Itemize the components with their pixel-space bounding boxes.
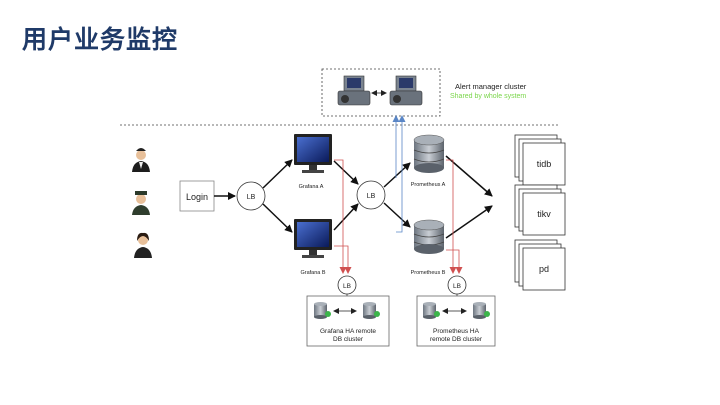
user-icon — [132, 148, 150, 172]
lb-3-label: LB — [343, 283, 351, 290]
monitor-icon — [294, 219, 332, 258]
monitor-icon — [294, 134, 332, 173]
prometheus-db-line1: Prometheus HA — [433, 328, 480, 335]
arrow-grafana-b-lb — [333, 203, 359, 231]
arrow-lb-grafana-b — [262, 203, 293, 233]
prometheus-db-line2: remote DB cluster — [430, 336, 483, 343]
officer-icon — [132, 191, 150, 215]
alert-cluster-subtitle: Shared by whole system — [450, 93, 526, 100]
grafana-b-label: Grafana B — [300, 270, 325, 276]
prometheus-a-label: Prometheus A — [411, 182, 446, 188]
lb-2-label: LB — [367, 193, 376, 200]
arrow-prometheus-b-targets — [445, 205, 493, 239]
workstation-icon — [389, 75, 423, 106]
target-stack-tikv — [514, 184, 566, 236]
alert-cluster-title: Alert manager cluster — [455, 82, 527, 91]
arrow-lb-grafana-a — [262, 159, 293, 189]
arrow-lb-prometheus-a — [383, 162, 411, 188]
target-stack-tidb — [514, 134, 566, 186]
database-icon — [473, 302, 490, 319]
woman-icon — [134, 232, 152, 258]
arrow-prometheus-b-remote — [446, 249, 463, 274]
grafana-a-label: Grafana A — [299, 184, 324, 190]
load-balancer-2 — [356, 180, 386, 210]
target-pd-label: pd — [539, 264, 549, 274]
page-title: 用户业务监控 — [22, 25, 179, 54]
lb-4-label: LB — [453, 283, 461, 290]
prometheus-b-label: Prometheus B — [411, 270, 446, 276]
database-icon — [363, 302, 380, 319]
grafana-db-line1: Grafana HA remote — [320, 328, 376, 335]
grafana-db-line2: DB cluster — [333, 336, 364, 343]
arrow-grafana-a-remote — [334, 159, 347, 274]
target-tidb-label: tidb — [537, 159, 552, 169]
arrow-grafana-b-remote — [334, 245, 352, 274]
arrow-prometheus-a-remote — [446, 159, 457, 274]
target-tikv-label: tikv — [537, 209, 551, 219]
login-box[interactable] — [179, 180, 215, 212]
target-stack-pd — [514, 239, 566, 291]
login-label: Login — [186, 192, 208, 202]
alert-manager-cluster — [321, 68, 441, 117]
workstation-icon — [337, 75, 371, 106]
arrow-lb-prometheus-b — [383, 202, 411, 228]
arrow-prometheus-a-targets — [445, 155, 493, 197]
database-icon — [413, 219, 445, 254]
arrow-prometheus-b-alert — [396, 115, 406, 233]
database-icon — [413, 134, 445, 173]
arrow-grafana-a-lb — [333, 160, 359, 185]
lb-1-label: LB — [247, 194, 256, 201]
load-balancer-1 — [236, 181, 266, 211]
database-icon — [314, 302, 331, 319]
database-icon — [423, 302, 440, 319]
